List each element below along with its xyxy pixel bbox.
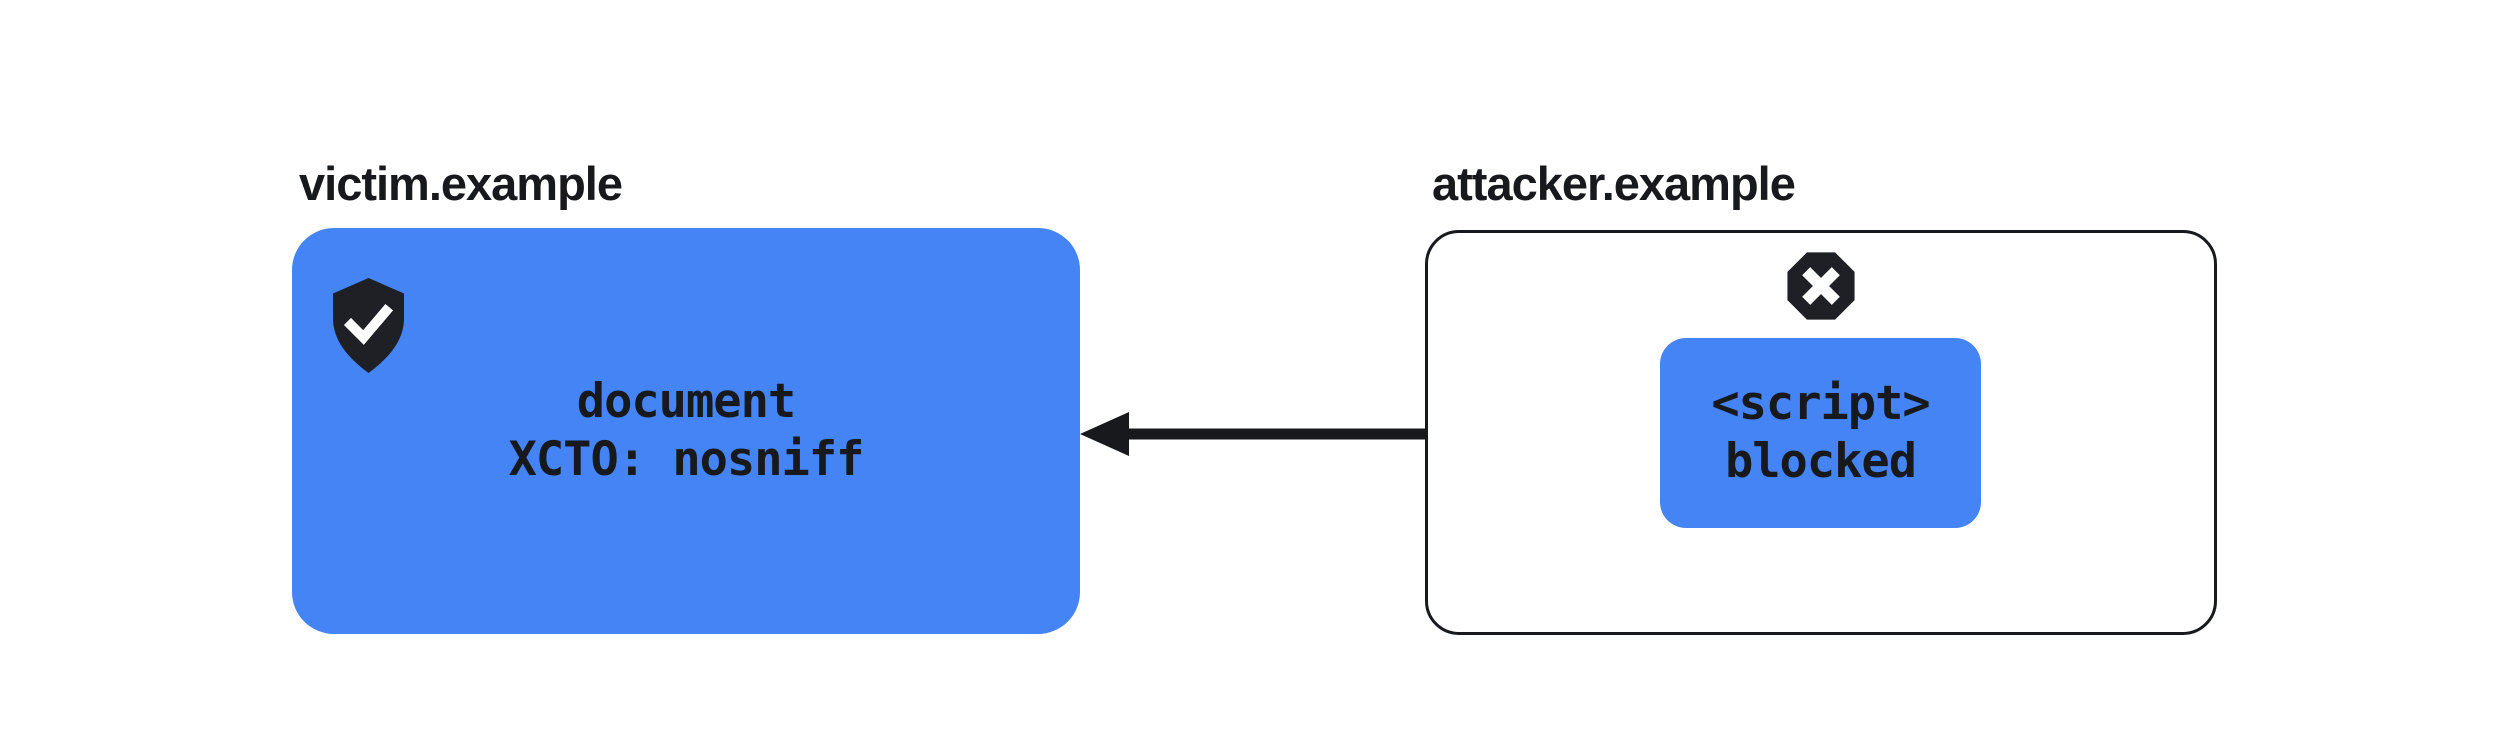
blocked-script-box: <script> blocked: [1660, 338, 1981, 528]
attacker-site-label: attacker.example: [1432, 157, 1796, 210]
shield-check-icon: [330, 278, 407, 373]
victim-box-line1: document: [576, 374, 796, 429]
victim-box-text: document XCTO: nosniff: [508, 373, 865, 489]
attacker-origin-box: <script> blocked: [1425, 230, 2217, 635]
victim-box-line2: XCTO: nosniff: [508, 432, 865, 487]
victim-document-box: document XCTO: nosniff: [292, 228, 1080, 634]
blocked-octagon-x-icon: [1783, 248, 1859, 324]
script-box-line1: <script>: [1711, 376, 1930, 431]
victim-site-label: victim.example: [299, 157, 623, 210]
script-box-line2: blocked: [1724, 434, 1917, 489]
script-box-text: <script> blocked: [1711, 375, 1930, 491]
